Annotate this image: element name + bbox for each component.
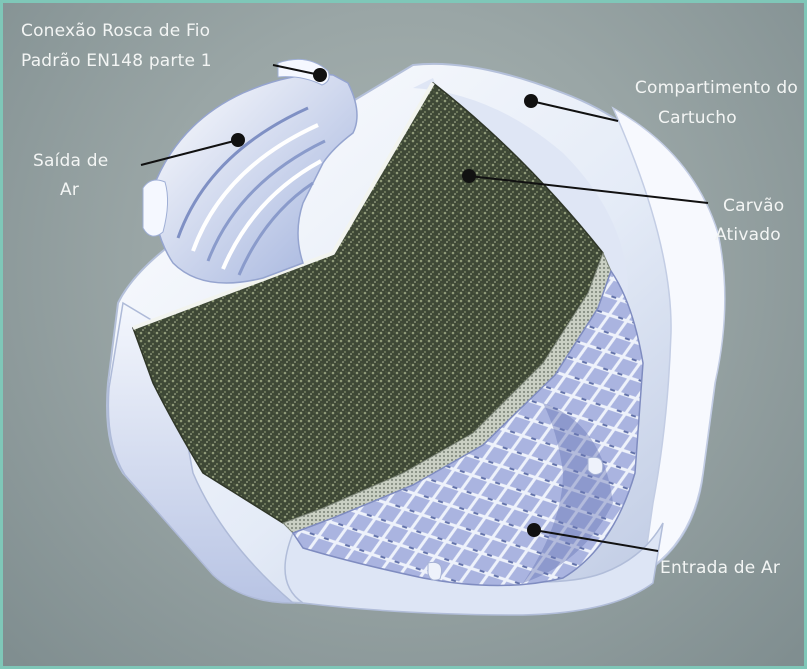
label-compartimento-line1: Compartimento do xyxy=(635,77,798,100)
label-entrada: Entrada de Ar xyxy=(660,557,780,580)
label-saida-line2: Ar xyxy=(60,179,79,202)
label-conexao-line1: Conexão Rosca de Fio xyxy=(21,20,210,43)
label-carvao-line2: Ativado xyxy=(715,224,781,247)
label-compartimento-line2: Cartucho xyxy=(658,107,737,130)
label-conexao-line2: Padrão EN148 parte 1 xyxy=(21,50,212,73)
label-saida-line1: Saída de xyxy=(33,150,108,173)
label-carvao-line1: Carvão xyxy=(723,195,784,218)
